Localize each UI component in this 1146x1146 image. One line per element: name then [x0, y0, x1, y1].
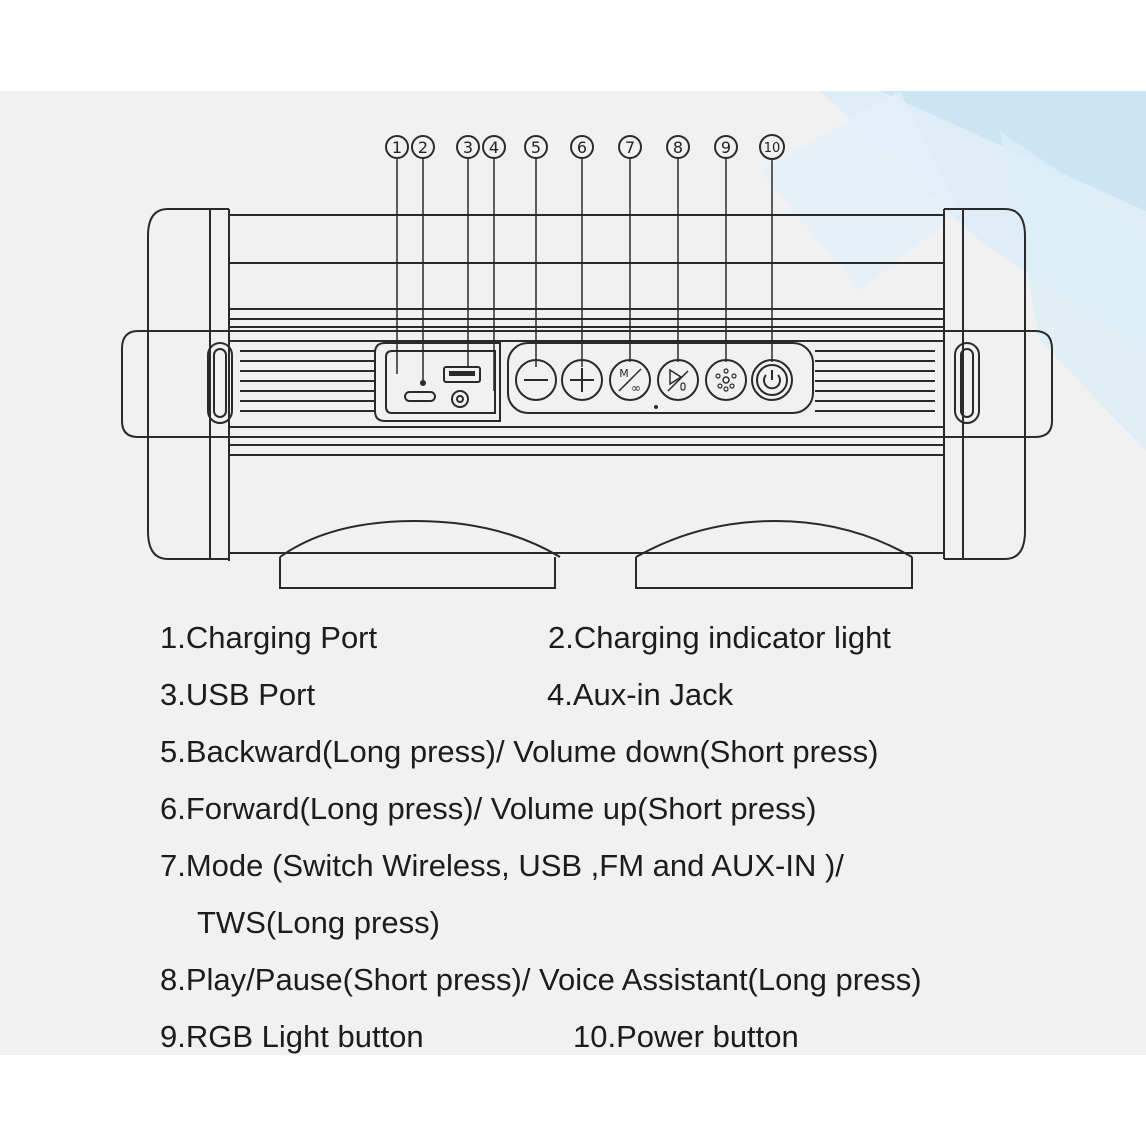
- callout-3: 3: [456, 135, 480, 159]
- svg-text:7: 7: [625, 138, 635, 157]
- legend-item-5: 5.Backward(Long press)/ Volume down(Shor…: [160, 734, 879, 769]
- charging-indicator-light: [420, 380, 426, 386]
- mode-button: M ∞: [609, 359, 651, 401]
- background-decoration: [760, 91, 1146, 451]
- mode-indicator-dot: [654, 405, 658, 409]
- callout-5: 5: [524, 135, 548, 159]
- charging-port: [404, 391, 436, 402]
- svg-text:2: 2: [418, 138, 428, 157]
- speaker-diagram: 1 2 3 4 5 6 7 8 9 10: [121, 134, 1053, 589]
- svg-text:6: 6: [577, 138, 587, 157]
- svg-text:1: 1: [392, 138, 402, 157]
- callout-9: 9: [714, 135, 738, 159]
- power-button: [751, 359, 793, 401]
- legend-item-9: 9.RGB Light button: [160, 1019, 424, 1054]
- button-panel: [507, 342, 814, 414]
- svg-text:10: 10: [764, 141, 781, 156]
- callout-8: 8: [666, 135, 690, 159]
- callout-4: 4: [482, 135, 506, 159]
- legend-item-1: 1.Charging Port: [160, 620, 378, 655]
- legend-item-2: 2.Charging indicator light: [548, 620, 891, 655]
- callout-1: 1: [385, 135, 409, 159]
- callout-7: 7: [618, 135, 642, 159]
- svg-text:M: M: [619, 367, 629, 380]
- callout-6: 6: [570, 135, 594, 159]
- usb-port: [443, 366, 481, 383]
- play-pause-button: [657, 359, 699, 401]
- volume-up-button: [561, 359, 603, 401]
- svg-text:3: 3: [463, 138, 473, 157]
- legend-item-6: 6.Forward(Long press)/ Volume up(Short p…: [160, 791, 817, 826]
- aux-in-jack: [451, 390, 469, 408]
- callout-10: 10: [759, 134, 785, 160]
- legend-item-10: 10.Power button: [573, 1019, 799, 1054]
- svg-text:5: 5: [531, 138, 541, 157]
- svg-text:9: 9: [721, 138, 731, 157]
- volume-down-button: [515, 359, 557, 401]
- speaker-body: [121, 208, 1053, 589]
- legend-item-3: 3.USB Port: [160, 677, 316, 712]
- callout-2: 2: [411, 135, 435, 159]
- diagram-panel: 1 2 3 4 5 6 7 8 9 10: [0, 91, 1146, 1055]
- svg-text:4: 4: [489, 138, 499, 157]
- svg-text:8: 8: [673, 138, 683, 157]
- legend-item-8: 8.Play/Pause(Short press)/ Voice Assista…: [160, 962, 922, 997]
- port-cover: [374, 342, 501, 422]
- rgb-light-button: [705, 359, 747, 401]
- legend-item-4: 4.Aux-in Jack: [547, 677, 734, 712]
- legend-item-7-line2: TWS(Long press): [197, 905, 440, 940]
- svg-text:∞: ∞: [631, 381, 641, 395]
- legend-item-7-line1: 7.Mode (Switch Wireless, USB ,FM and AUX…: [160, 848, 844, 883]
- leader-lines: [396, 159, 773, 391]
